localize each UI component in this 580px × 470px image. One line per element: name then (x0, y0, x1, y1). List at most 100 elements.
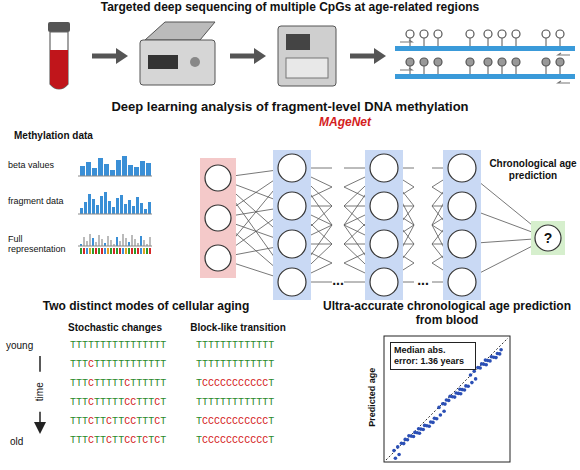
base-letter: T (94, 359, 100, 370)
base-letter: T (148, 359, 154, 370)
base-letter: C (232, 435, 238, 446)
base-letter: T (136, 340, 142, 351)
data-point (496, 352, 500, 356)
base-letter: C (208, 378, 214, 389)
base-letter: C (202, 416, 208, 427)
cpg-stick (516, 38, 517, 46)
cpg-methylated (542, 58, 550, 66)
base-letter: T (76, 435, 82, 446)
stat-text: Median abs. error: 1.36 years (394, 345, 472, 367)
data-point (423, 424, 427, 428)
base-letter: T (214, 340, 220, 351)
base-letter: C (154, 416, 160, 427)
beta-bar (92, 168, 97, 176)
base-letter: T (76, 416, 82, 427)
dna-sequence: TCCCCCCCCCCCT (196, 416, 286, 428)
full-bar (119, 241, 121, 246)
base-letter: T (70, 435, 76, 446)
full-bar (92, 238, 94, 246)
base-letter: T (94, 397, 100, 408)
data-point (400, 441, 404, 445)
base-letter: T (268, 397, 274, 408)
fragment-bar (132, 206, 135, 214)
data-point (464, 384, 468, 388)
dna-sequence: TCCCCCCCCCCCT (196, 435, 286, 447)
cpg-unmethylated (420, 30, 428, 38)
base-letter: T (154, 359, 160, 370)
beta-bar (80, 166, 85, 176)
base-letter: C (208, 435, 214, 446)
cpg-stick (502, 66, 503, 74)
base-mark (101, 248, 103, 254)
methylation-bars (78, 156, 152, 254)
base-letter: C (214, 378, 220, 389)
base-mark (134, 248, 136, 254)
cpg-unmethylated (542, 30, 550, 38)
beta-bar (86, 162, 91, 176)
cpg-methylated (406, 58, 414, 66)
base-letter: C (220, 416, 226, 427)
hidden-layer (365, 150, 403, 300)
text-label: ... (318, 272, 358, 288)
data-point (476, 366, 480, 370)
base-letter: C (262, 378, 268, 389)
text-label: MAgeNet (290, 116, 400, 130)
base-letter: T (160, 416, 166, 427)
base-letter: T (226, 397, 232, 408)
data-point (417, 427, 421, 431)
text-label: ... (403, 272, 443, 288)
base-letter: T (76, 359, 82, 370)
base-letter: T (196, 435, 202, 446)
base-letter: C (238, 378, 244, 389)
fragment-bar (80, 208, 83, 214)
base-letter: T (142, 378, 148, 389)
base-letter: C (106, 416, 112, 427)
base-mark (80, 248, 82, 254)
base-letter: C (88, 435, 94, 446)
base-letter: T (100, 378, 106, 389)
base-mark (149, 248, 151, 254)
base-letter: C (256, 416, 262, 427)
axis-label: Predicted age (367, 347, 377, 447)
base-letter: C (202, 378, 208, 389)
full-bar (143, 240, 145, 246)
text-label: old (10, 436, 50, 448)
base-letter: T (142, 359, 148, 370)
base-letter: C (244, 378, 250, 389)
base-mark (143, 248, 145, 254)
base-letter: T (262, 340, 268, 351)
fragment-bar (124, 204, 127, 214)
base-letter: T (70, 378, 76, 389)
base-letter: T (196, 378, 202, 389)
data-point (407, 434, 411, 438)
base-letter: T (142, 397, 148, 408)
axis (78, 176, 152, 177)
base-letter: T (82, 397, 88, 408)
base-mark (92, 248, 94, 254)
scatter-plot (384, 336, 510, 462)
cpg-unmethylated (406, 30, 414, 38)
fragment-bar (136, 197, 139, 214)
base-letter: C (232, 378, 238, 389)
base-letter: C (202, 435, 208, 446)
cpg-unmethylated (484, 30, 492, 38)
fragment-bar (100, 196, 103, 214)
base-mark (140, 248, 142, 254)
base-letter: C (88, 397, 94, 408)
base-letter: T (220, 359, 226, 370)
base-letter: C (262, 435, 268, 446)
beta-bar (134, 167, 139, 176)
neuron (448, 268, 476, 296)
base-mark (125, 248, 127, 254)
primer-arrow (558, 81, 570, 83)
process-arrow-head (116, 48, 128, 64)
base-letter: C (238, 416, 244, 427)
base-mark (113, 248, 115, 254)
fragment-bar (108, 201, 111, 214)
base-mark (122, 248, 124, 254)
fragment-bar (92, 199, 95, 214)
base-letter: T (70, 397, 76, 408)
output-symbol: ? (544, 230, 553, 247)
base-letter: T (244, 359, 250, 370)
dna-sequence: TTTTTTTTTTTTTTTT (70, 340, 180, 352)
